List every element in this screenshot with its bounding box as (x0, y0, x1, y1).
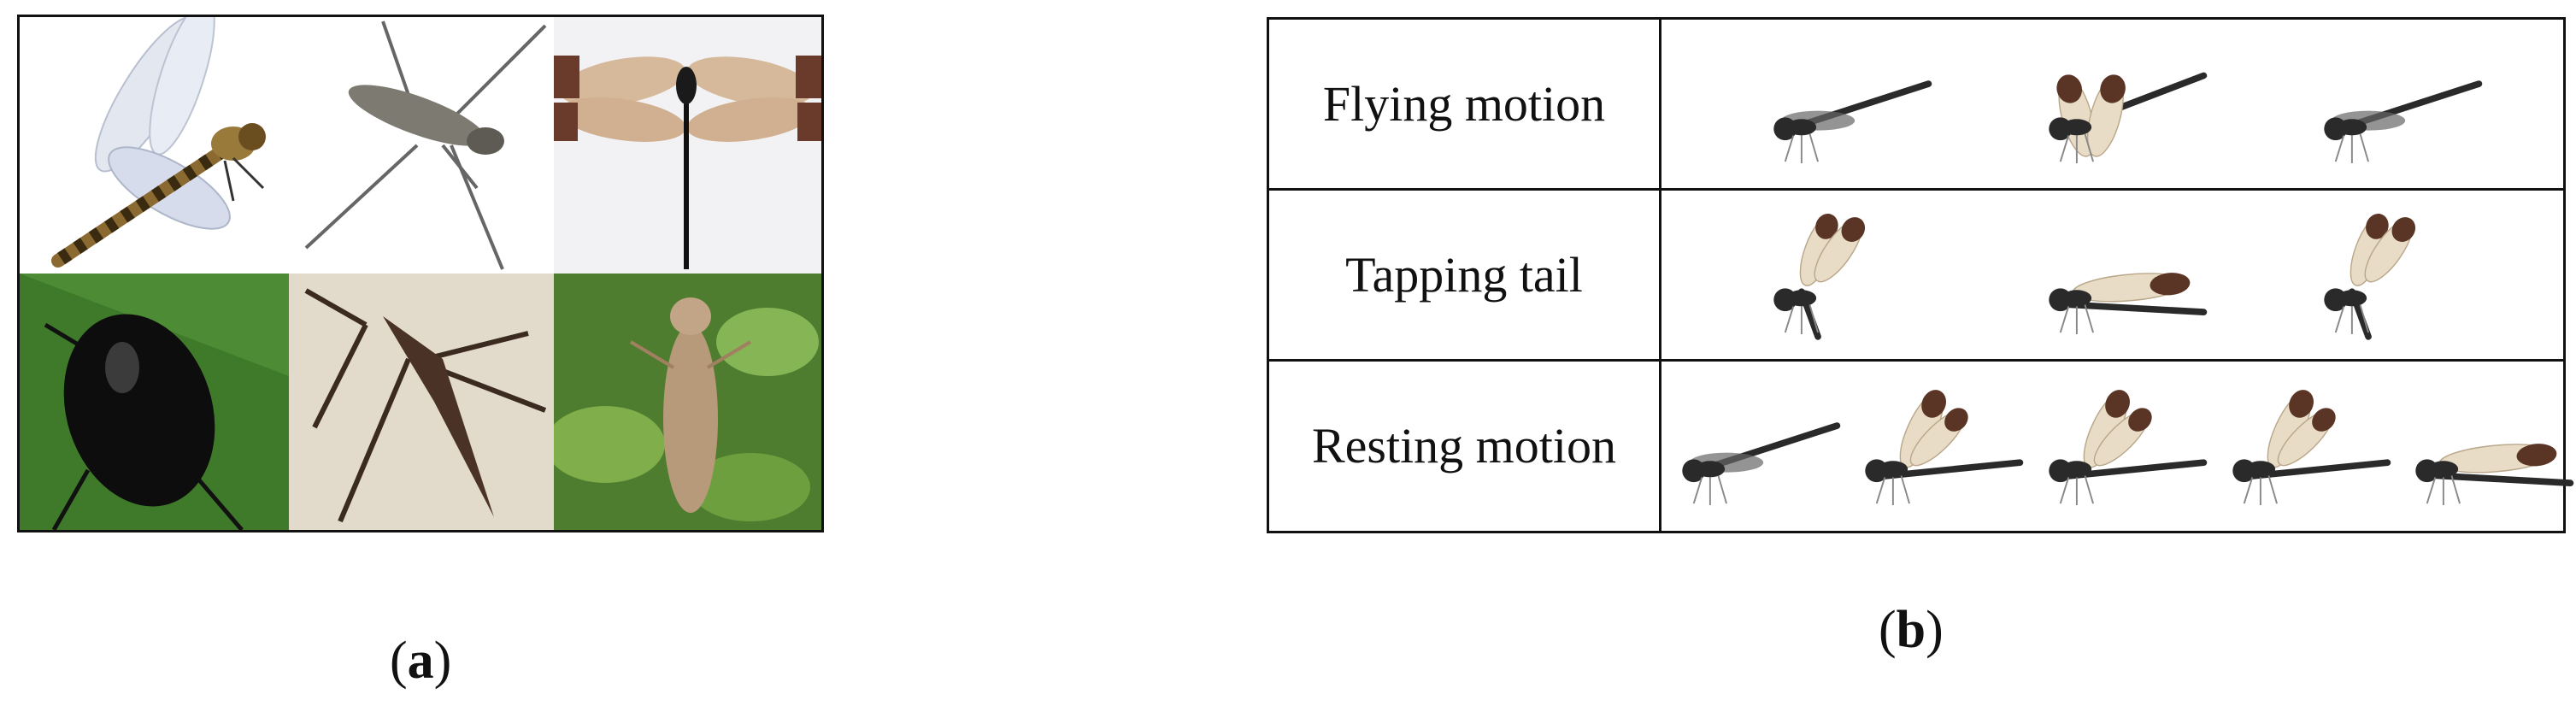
water-strider-illustration (304, 21, 547, 270)
diving-beetle-illustration (20, 274, 289, 530)
motion-table: Flying motion Tapping tail Resting motio… (1267, 17, 2574, 533)
tile-nymph-exuvia (554, 274, 821, 530)
tile-damselfly (554, 17, 821, 274)
table-column-divider (1659, 20, 1661, 531)
damselfly-sprite-side (1681, 422, 1840, 505)
table-row-divider (1269, 359, 2563, 362)
damselfly-sprite-raised (1865, 390, 2024, 505)
damselfly-sprite-raised (2049, 390, 2208, 505)
damselfly-sprite-up (1773, 213, 1866, 340)
tile-water-scorpion (289, 274, 554, 530)
damselfly-sprite-raised (2232, 390, 2391, 505)
tile-water-strider (289, 17, 554, 274)
caption-a: (a) (390, 632, 452, 690)
damselfly-sprite-side (1773, 79, 1932, 163)
row-label-resting: Resting motion (1311, 418, 1617, 474)
row-label-flying: Flying motion (1322, 76, 1606, 132)
tile-dragonfly (20, 17, 289, 274)
damselfly-sprite-side (2324, 79, 2483, 163)
dragonfly-illustration (51, 17, 266, 268)
insect-photo-grid (17, 15, 824, 532)
row-sprites-tapping (1661, 191, 2563, 359)
damselfly-sprite-spread (2049, 72, 2208, 163)
tile-diving-beetle (20, 274, 289, 530)
water-scorpion-illustration (289, 274, 554, 530)
nymph-exuvia-illustration (554, 274, 821, 530)
table-row-divider (1269, 188, 2563, 191)
row-sprites-flying (1661, 20, 2563, 188)
damselfly-sprite-flat (2049, 272, 2208, 334)
damselfly-sprite-up (2324, 213, 2416, 340)
row-sprites-resting (1661, 362, 2574, 531)
row-label-tapping: Tapping tail (1345, 247, 1583, 303)
damselfly-illustration (554, 56, 821, 269)
damselfly-sprite-flat (2415, 444, 2574, 505)
caption-b: (b) (1879, 601, 1944, 659)
